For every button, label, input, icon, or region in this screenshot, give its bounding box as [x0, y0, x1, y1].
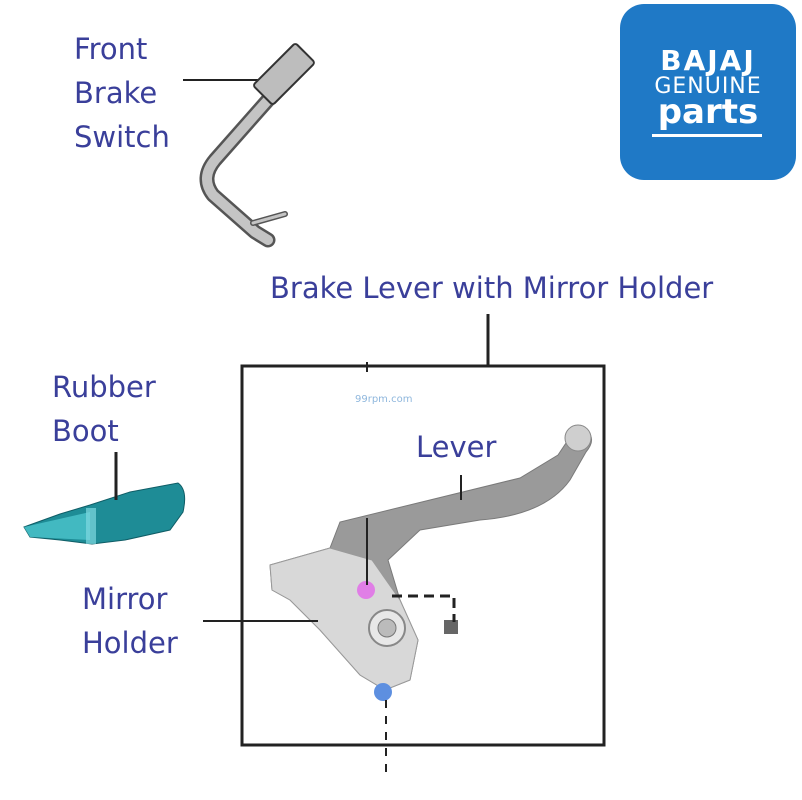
- logo-underline: [652, 134, 762, 137]
- logo-line-1: BAJAJ: [660, 44, 756, 77]
- blue-marker: [374, 683, 392, 701]
- rubber-boot-label: Rubber Boot: [52, 370, 156, 448]
- logo-line-3: parts: [657, 92, 759, 132]
- lever-label: Lever: [416, 430, 497, 464]
- bajaj-genuine-parts-logo: BAJAJ GENUINE parts: [620, 4, 796, 180]
- front-brake-switch-part: [199, 43, 315, 248]
- brake-lever-box: [240, 364, 606, 747]
- brake-lever-with-mirror-holder-label: Brake Lever with Mirror Holder: [270, 271, 714, 305]
- rubber-boot-part: [23, 482, 186, 545]
- pink-marker: [357, 581, 375, 599]
- logo-line-2: GENUINE: [654, 74, 762, 99]
- front-brake-switch-label: Front Brake Switch: [74, 32, 170, 154]
- brake-lever-part: [269, 424, 592, 701]
- mirror-holder-label: Mirror Holder: [82, 582, 178, 660]
- watermark: 99rpm.com: [355, 394, 413, 405]
